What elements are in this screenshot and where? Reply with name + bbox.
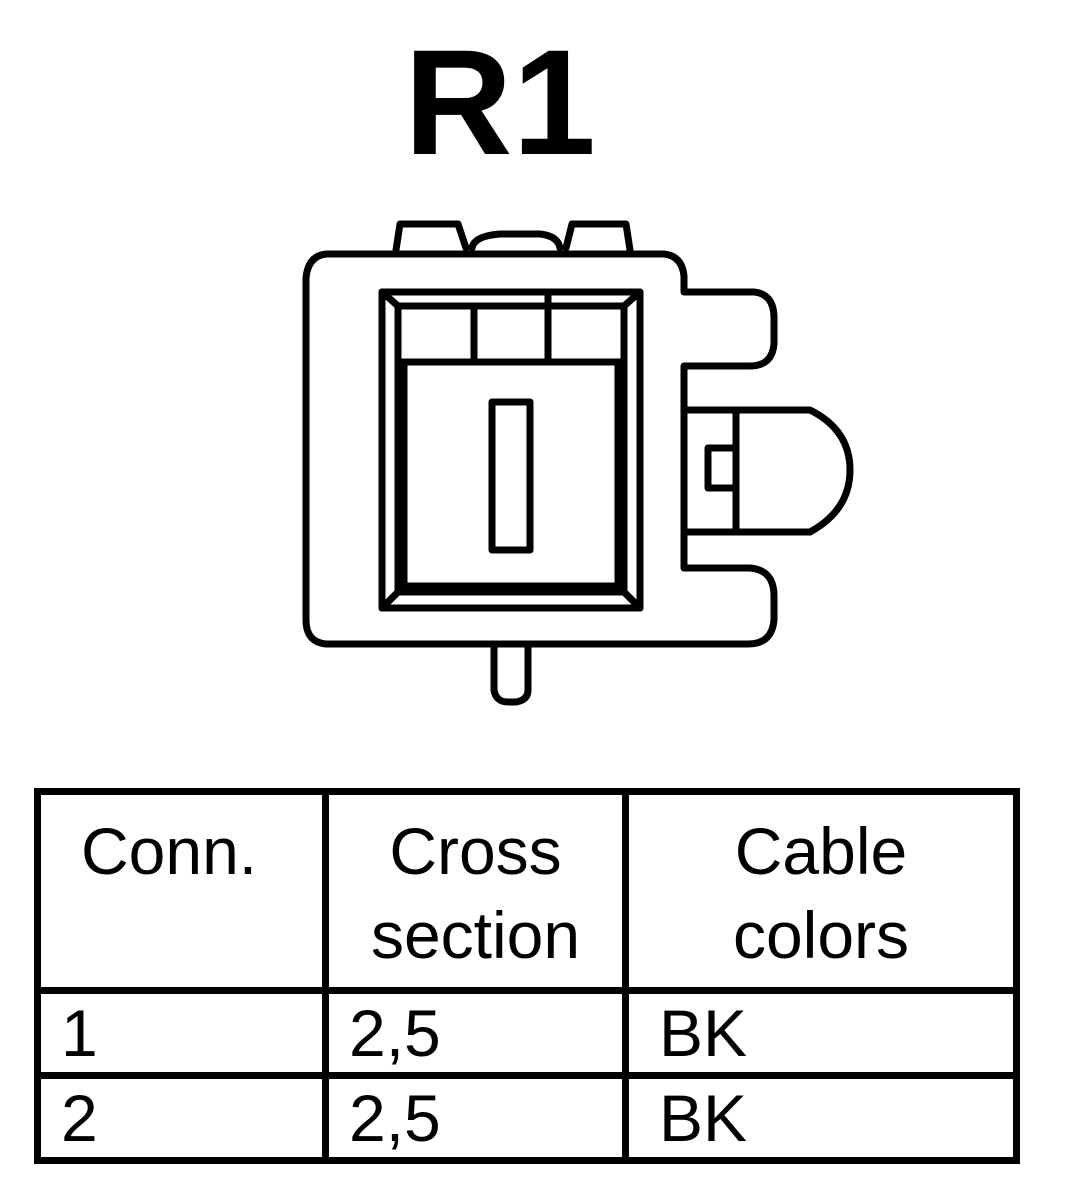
connector-housing [302,250,778,648]
connector-title: R1 [404,18,596,186]
row1-conn: 1 [34,987,329,1079]
latch-slot [704,444,740,492]
row2-conn: 2 [34,1072,329,1164]
row1-cross-section: 2,5 [322,987,629,1079]
row2-color: BK [622,1072,1020,1164]
terminal-blade [488,398,534,554]
table-header-row: Conn. Cross section Cable colors [34,788,1020,994]
top-tab-left [392,220,470,254]
header-cable-line2: colors [732,898,910,972]
top-tab-middle [468,230,564,252]
row2-cross-section: 2,5 [322,1072,629,1164]
table-row: 2 2,5 BK [34,1072,1020,1164]
header-conn: Conn. [34,788,329,994]
header-cross-section: Cross section [322,788,629,994]
top-tab-right [562,220,634,254]
header-cross-line2: section [370,898,581,972]
row1-color: BK [622,987,1020,1079]
bottom-peg [490,642,532,706]
header-cross-line1: Cross [389,814,562,888]
connector-drawing [302,220,854,706]
pin-cavity-outer [378,288,644,612]
pin-assignment-table: Conn. Cross section Cable colors 1 2,5 B… [34,788,1020,1164]
header-conn-label: Conn. [81,814,258,888]
header-cable-line1: Cable [734,814,908,888]
side-latch [682,406,854,536]
table-row: 1 2,5 BK [34,987,1020,1079]
key-slot-left [394,302,478,366]
header-cable-colors: Cable colors [622,788,1020,994]
